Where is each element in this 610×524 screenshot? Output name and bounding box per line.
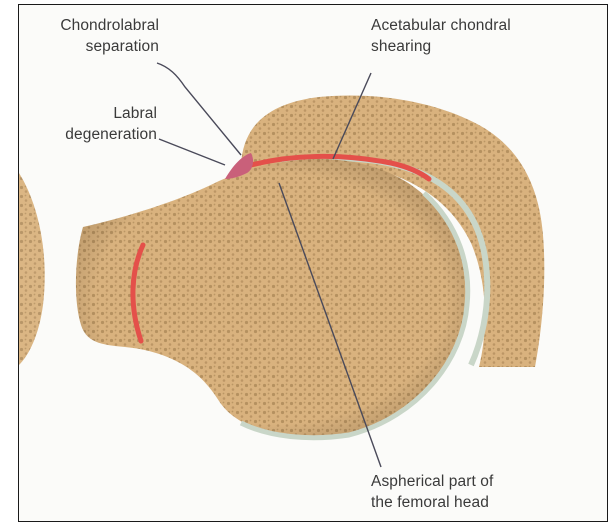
label-acetabular-line2: shearing [371,36,511,57]
label-acetabular-chondral-shearing: Acetabular chondral shearing [371,15,511,57]
leader-labral [159,139,225,165]
diagram-frame: Chondrolabral separation Labral degenera… [18,4,608,522]
label-aspherical-line1: Aspherical part of [371,471,493,492]
label-labral-line2: degeneration [27,124,157,145]
label-chondrolabral-separation: Chondrolabral separation [27,15,159,57]
label-chondrolabral-line1: Chondrolabral [27,15,159,36]
left-bone-fragment [19,173,45,365]
label-acetabular-line1: Acetabular chondral [371,15,511,36]
label-labral-degeneration: Labral degeneration [27,103,157,145]
leader-chondrolabral [157,63,241,155]
label-labral-line1: Labral [27,103,157,124]
label-aspherical-line2: the femoral head [371,492,493,513]
hip-joint-illustration [19,5,608,522]
label-chondrolabral-line2: separation [27,36,159,57]
label-aspherical-part: Aspherical part of the femoral head [371,471,493,513]
